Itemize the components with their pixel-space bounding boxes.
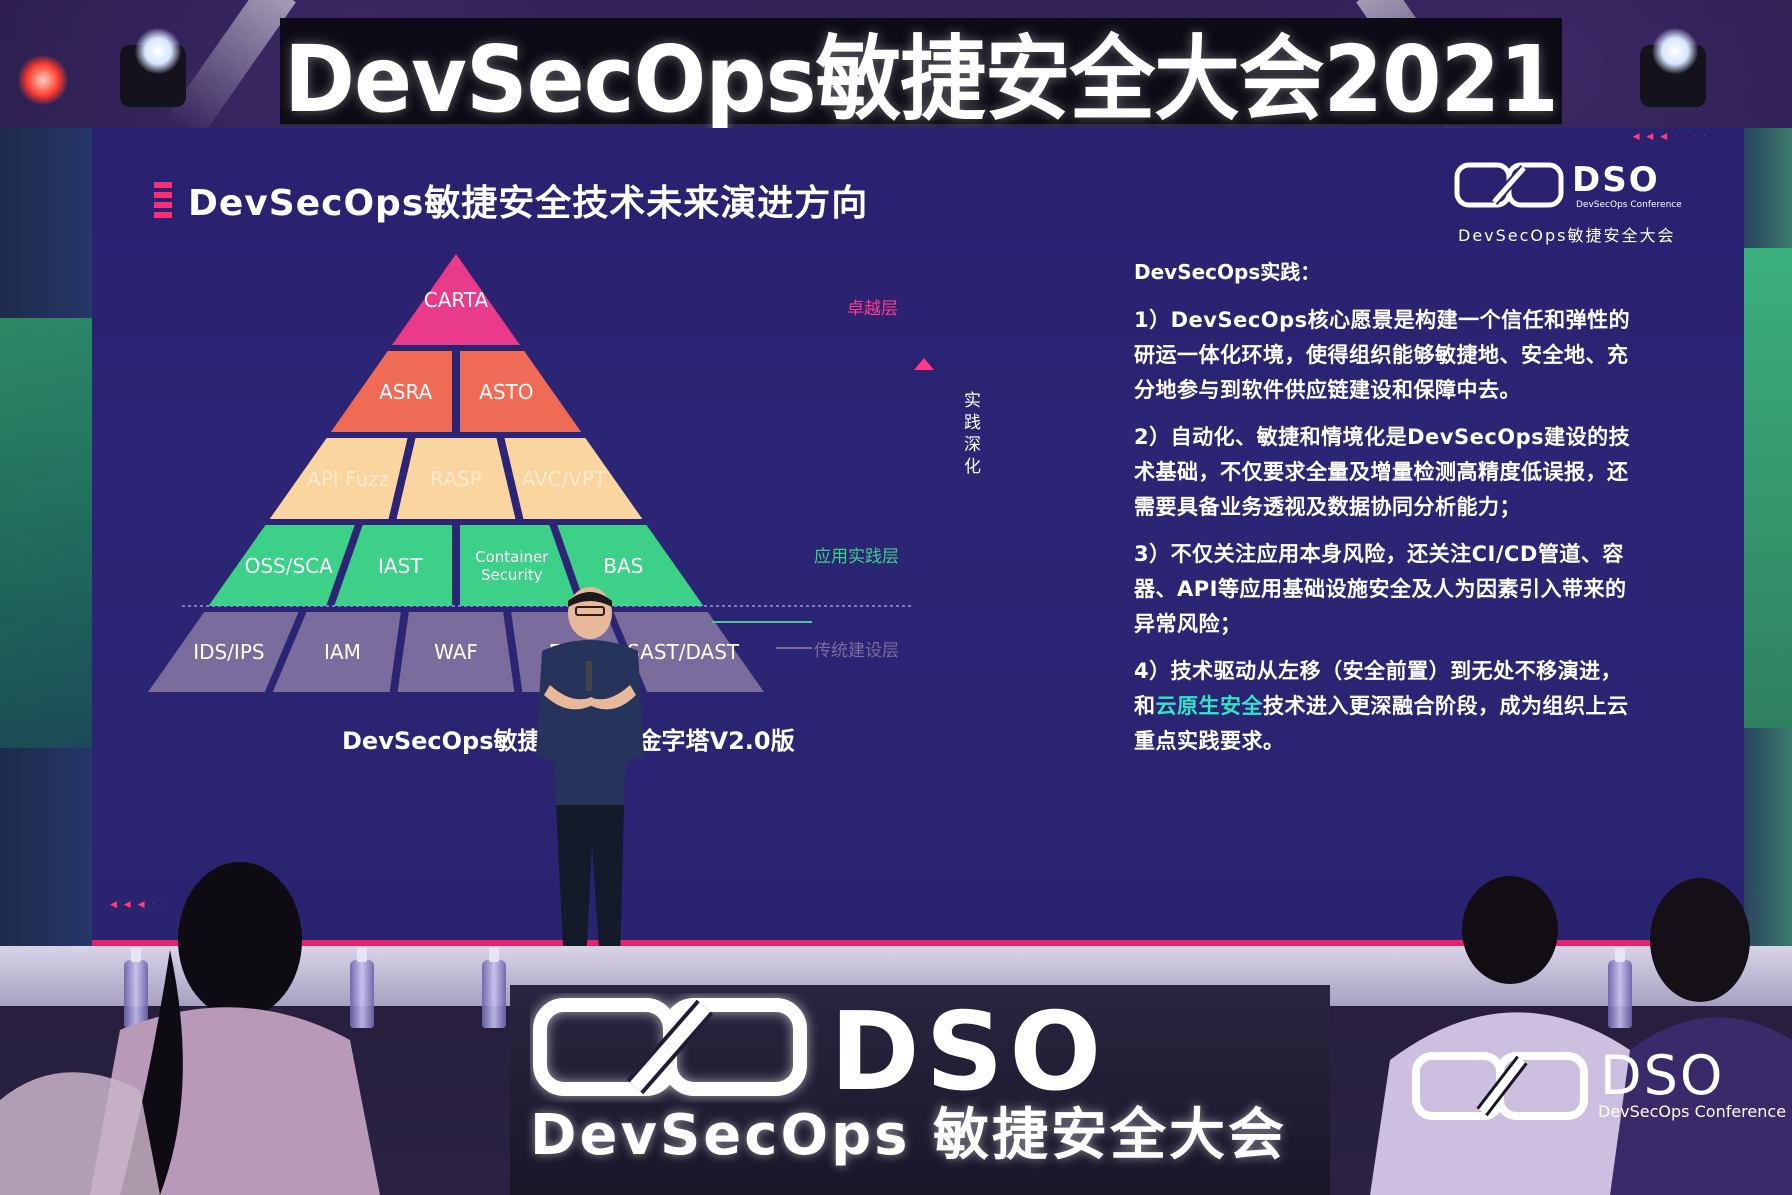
water-bottle xyxy=(350,948,374,1028)
pyramid-label-waf: WAF xyxy=(434,640,478,664)
pyramid-label-rasp: RASP xyxy=(430,466,482,491)
pyramid-block-waf xyxy=(397,612,515,692)
speaker-figure xyxy=(536,587,644,981)
front-sign-dso-logo-icon: DSO xyxy=(533,993,1107,1103)
left-led-green-band xyxy=(0,318,92,748)
pyramid-label-iast: IAST xyxy=(377,553,423,578)
pyramid-label-asra: ASRA xyxy=(379,379,433,404)
red-stage-light-icon xyxy=(18,55,68,105)
pyramid-block-bas xyxy=(557,525,704,606)
pyramid-block-api-fuzz xyxy=(269,438,408,519)
layer-label-middle: 应用实践层 xyxy=(814,547,899,567)
pyramid-label-container-security: Container Security xyxy=(475,547,549,584)
decorative-dots: ◀ ◀ ◀ · · · · xyxy=(1632,132,1708,142)
pyramid-block-oss-sca xyxy=(208,525,355,606)
layer-label-bottom: 传统建设层 xyxy=(814,641,899,661)
practice-item-2: 2）自动化、敏捷和情境化是DevSecOps建设的技术基础，不仅要求全量及增量检… xyxy=(1134,425,1631,519)
corner-dso-logo: DSO DevSecOps Conference xyxy=(1410,1044,1786,1130)
audience-right xyxy=(1370,876,1792,1195)
water-bottle xyxy=(482,948,506,1028)
practice-item-4: 4）技术驱动从左移（安全前置）到无处不移演进，和云原生安全技术进入更深融合阶段，… xyxy=(1134,654,1634,759)
practice-item-4-post: 技术进入更深融合阶段，成为组织上云重点实践要求。 xyxy=(1134,694,1629,753)
slide-title: DevSecOps敏捷安全技术未来演进方向 xyxy=(188,183,869,224)
pyramid-block-asra xyxy=(330,351,452,432)
conference-banner: DevSecOps敏捷安全大会2021 xyxy=(280,18,1562,133)
banner-text: DevSecOps敏捷安全大会2021 xyxy=(284,25,1559,133)
dso-logo-icon xyxy=(1454,162,1564,208)
practice-item-4-pre: 4）技术驱动从左移（安全前置）到无处不移演进，和 xyxy=(1134,659,1623,718)
divider-dotted-line xyxy=(182,605,912,607)
right-led-green-band xyxy=(1740,248,1792,728)
pyramid-block-asto xyxy=(460,351,582,432)
pyramid-label-asto: ASTO xyxy=(479,379,534,404)
slide-title-group: DevSecOps敏捷安全技术未来演进方向 xyxy=(154,174,868,226)
pyramid-block-carta xyxy=(392,254,520,345)
pyramid-block-ids-ips xyxy=(148,612,299,692)
pyramid-label-api-fuzz: API Fuzz xyxy=(307,466,390,491)
svg-text:DSO: DSO xyxy=(830,993,1107,1103)
layer-label-top: 卓越层 xyxy=(847,299,898,319)
arrow-label: 实践深化 xyxy=(964,391,981,477)
pyramid-block-sast-dast xyxy=(613,612,764,692)
pyramid-label-bas: BAS xyxy=(603,553,644,578)
stage-light-icon xyxy=(135,28,181,74)
pyramid-label-carta: CARTA xyxy=(423,287,489,312)
left-led-wall xyxy=(0,128,92,958)
title-bars-icon xyxy=(154,182,172,218)
pyramid-block-rasp xyxy=(396,438,516,519)
cloud-native-highlight: 云原生安全 xyxy=(1155,694,1263,718)
pyramid-block-iam xyxy=(272,612,401,692)
water-bottle xyxy=(124,948,148,1028)
pyramid-label-sast-dast: SAST/DAST xyxy=(627,640,740,664)
up-arrow-icon xyxy=(914,358,934,492)
dso-logo-cn: DevSecOps敏捷安全大会 xyxy=(1458,226,1676,245)
dso-logo-subtitle: DevSecOps Conference xyxy=(1576,200,1682,210)
dso-logo: DSO DevSecOps Conference DevSecOps敏捷安全大会 xyxy=(1454,160,1684,245)
pyramid-block-container-security xyxy=(460,525,578,606)
front-sign-text: DevSecOps 敏捷安全大会 xyxy=(530,1103,1287,1168)
pyramid-label-ids-ips: IDS/IPS xyxy=(193,640,265,664)
pyramid-block-iast xyxy=(334,525,452,606)
practice-item-3: 3）不仅关注应用本身风险，还关注CI/CD管道、容器、API等应用基础设施安全及… xyxy=(1134,542,1627,636)
decorative-arrows: ◀ ◀ ◀ · · xyxy=(110,900,166,910)
pyramid-block-avc-vpt xyxy=(504,438,643,519)
corner-dso-logo-icon xyxy=(1412,1052,1588,1120)
pyramid-label-iam: IAM xyxy=(324,640,361,664)
practice-item-1: 1）DevSecOps核心愿景是构建一个信任和弹性的研运一体化环境，使得组织能够… xyxy=(1134,308,1631,402)
right-led-wall xyxy=(1740,128,1792,958)
stage-light-icon xyxy=(1652,28,1698,74)
bottom-layer-line xyxy=(776,647,812,649)
pyramid-label-avc-vpt: AVC/VPT xyxy=(521,466,607,491)
corner-dso-text: DSO xyxy=(1600,1044,1725,1107)
dso-logo-text: DSO xyxy=(1572,160,1660,200)
stage-front-sign: DSO DevSecOps 敏捷安全大会 xyxy=(510,985,1330,1195)
pyramid-label-oss-sca: OSS/SCA xyxy=(244,553,333,578)
audience-left xyxy=(0,862,380,1195)
middle-layer-line xyxy=(712,621,812,623)
corner-dso-subtitle: DevSecOps Conference xyxy=(1598,1102,1787,1121)
water-bottle xyxy=(1608,948,1632,1028)
practice-text-block: DevSecOps实践： 1）DevSecOps核心愿景是构建一个信任和弹性的研… xyxy=(1134,256,1634,771)
practice-heading: DevSecOps实践： xyxy=(1134,260,1321,284)
presentation-screen: ◀ ◀ ◀ · · · · DevSecOps敏捷安全技术未来演进方向 DSO … xyxy=(92,128,1744,946)
